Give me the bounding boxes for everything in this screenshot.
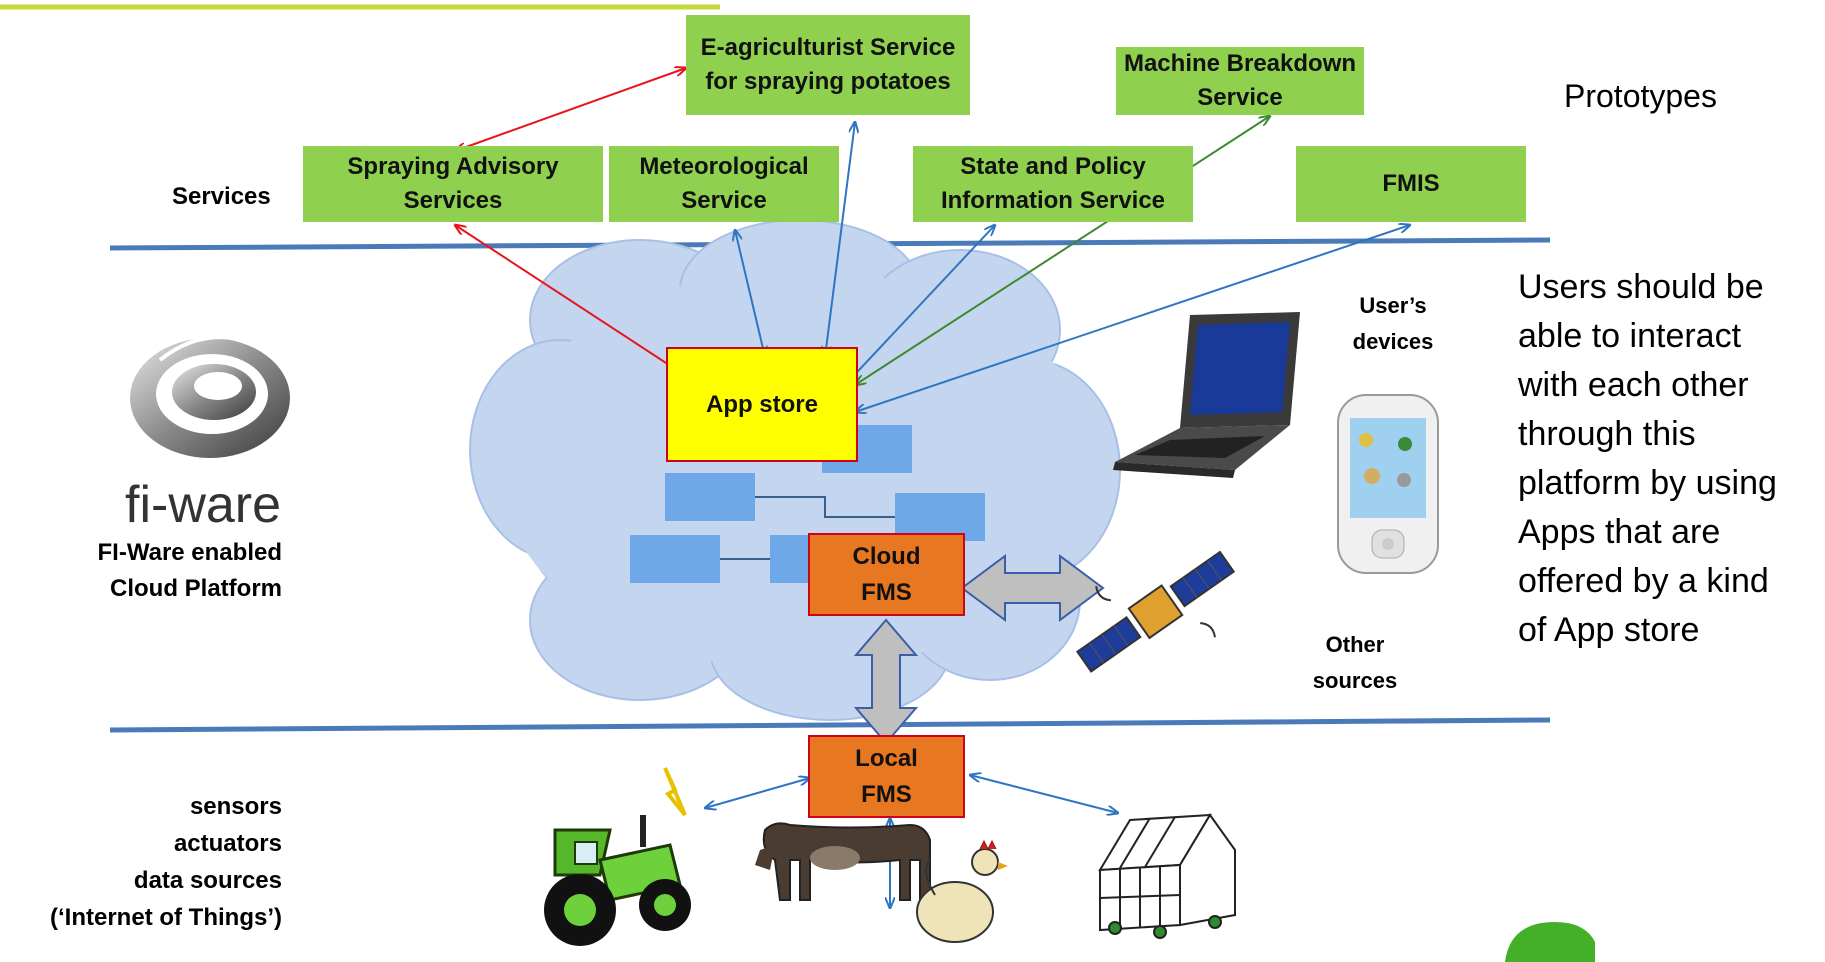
services-label: Services [172,183,271,210]
local-fms-box: Local FMS [808,735,965,818]
side-note: Users should be able to interact with ea… [1518,263,1823,655]
users-devices-label: User’s devices [1352,293,1434,354]
e-agriculturist-service-label: E-agriculturist Service for spraying pot… [700,34,956,95]
meteorological-service-label: Meteorological Service [639,153,809,214]
e-agriculturist-service-box: E-agriculturist Service for spraying pot… [686,15,970,115]
fmis-service-box: FMIS [1296,146,1526,222]
state-policy-service-box: State and Policy Information Service [913,146,1193,222]
side-note-line: offered by a kind [1518,562,1769,600]
chicken-icon [916,839,1008,943]
arrow-spraying-eagri [455,68,686,151]
side-note-line: Apps that are [1518,513,1721,551]
arrow-eagri-appstore [825,122,855,357]
side-note-line: with each other [1518,366,1749,404]
arrow-tractor-localfms [705,778,810,808]
fiware-logo-icon [130,335,290,458]
side-note-line: platform by using [1518,464,1777,502]
laptop-icon [1113,312,1300,478]
side-note-line: Users should be [1518,268,1764,306]
machine-breakdown-service-box: Machine Breakdown Service [1116,47,1364,115]
iot-label-actuators: actuators [173,830,282,857]
iot-labels: sensors actuators data sources (‘Interne… [0,788,282,936]
other-sources-label: Other sources [1312,632,1398,693]
satellite-icon [1076,550,1236,673]
side-note-line: through this [1518,415,1696,453]
machine-breakdown-service-label: Machine Breakdown Service [1123,50,1357,111]
local-fms-label: Local FMS [855,744,918,808]
spraying-advisory-services-label: Spraying Advisory Services [347,153,559,214]
arrow-greenhouse-localfms [970,775,1118,813]
cloud-core [500,270,1100,670]
smartphone-icon [1337,394,1439,574]
spraying-advisory-services-box: Spraying Advisory Services [303,146,603,222]
arrow-spraying-appstore [455,225,686,376]
app-store-label: App store [705,390,818,418]
side-note-line: of App store [1518,611,1700,649]
state-policy-service-label: State and Policy Information Service [940,153,1166,214]
iot-label-data-sources: data sources [133,867,282,894]
corner-logo-fragment [1505,922,1595,962]
cloud-fms-box: Cloud FMS [808,533,965,616]
arrow-machine-appstore [855,116,1270,385]
app-store-box: App store [666,347,858,462]
side-note-line: able to interact [1518,317,1742,355]
fiware-platform-label: FI-Ware enabled Cloud Platform [97,539,282,602]
cloud-fms-label: Cloud FMS [852,542,921,606]
divider-iot [109,717,1551,733]
meteorological-service-box: Meteorological Service [609,146,839,222]
tractor-icon [544,767,691,946]
arrow-meteo-appstore [735,230,765,357]
prototypes-label: Prototypes [1564,78,1717,114]
iot-label-internet-of-things: (‘Internet of Things’) [50,904,282,931]
iot-label-sensors: sensors [189,793,282,820]
fmis-service-label: FMIS [1382,170,1440,197]
cloud-satellite-arrow [960,554,1105,622]
fiware-logo-text: fi-ware [125,476,282,534]
greenhouse-icon [1098,813,1236,939]
cow-icon [755,822,931,901]
